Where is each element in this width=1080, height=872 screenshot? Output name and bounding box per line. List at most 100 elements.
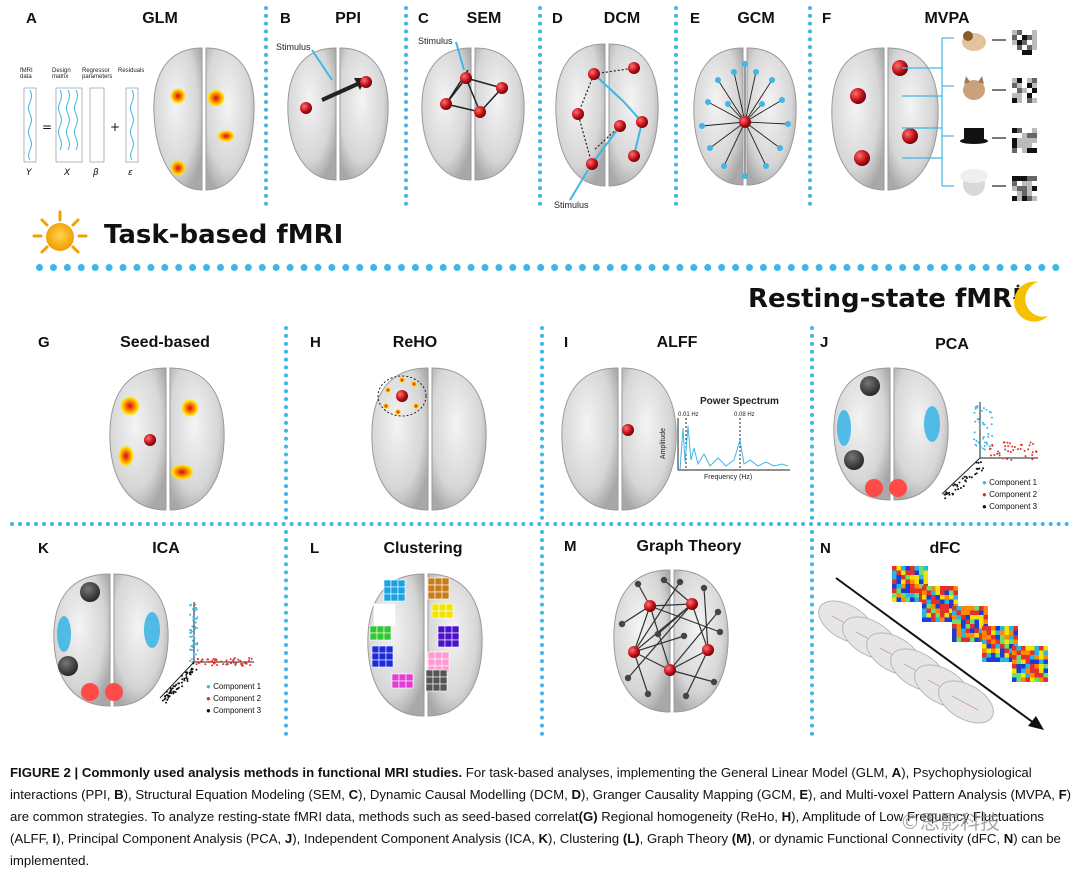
cluster-voxel	[427, 577, 436, 586]
scatter-point	[204, 663, 207, 666]
graph-node	[680, 632, 688, 640]
matrix-cell	[961, 628, 966, 633]
divider	[284, 326, 288, 520]
matrix-cell	[1021, 650, 1026, 655]
pattern-cell	[1027, 133, 1032, 138]
pattern-cell	[1032, 196, 1037, 201]
matrix-cell	[979, 628, 984, 633]
cluster-voxel	[445, 603, 454, 612]
pattern-cell	[1012, 138, 1017, 143]
cluster-voxel	[380, 617, 389, 626]
graph-edge	[633, 605, 651, 653]
matrix-cell	[986, 653, 991, 658]
matrix-cell	[905, 570, 910, 575]
matrix-cell	[1025, 650, 1030, 655]
panel-title: GLM	[142, 10, 178, 27]
scatter-point	[167, 695, 170, 698]
pattern-cell	[1032, 191, 1037, 196]
region-dot	[763, 163, 769, 169]
matrix-cell	[956, 624, 961, 629]
matrix-cell	[1000, 657, 1005, 662]
component-node	[844, 450, 864, 470]
matrix-cell	[910, 566, 915, 571]
scatter-point	[990, 454, 993, 457]
matrix-cell	[905, 575, 910, 580]
matrix-cell	[944, 617, 949, 622]
matrix-cell	[991, 653, 996, 658]
matrix-cell	[940, 608, 945, 613]
panel-letter: E	[690, 10, 701, 27]
pattern-cell	[1022, 45, 1027, 50]
spectrum-xlabel: Frequency (Hz)	[704, 474, 753, 481]
scatter-point	[990, 416, 993, 419]
matrix-cell	[931, 613, 936, 618]
scatter-point	[193, 609, 196, 612]
scatter-point	[1034, 450, 1037, 453]
pattern-cell	[1027, 128, 1032, 133]
matrix-cell	[1025, 668, 1030, 673]
glm-label-data: fMRI data	[20, 68, 33, 80]
scatter-point	[978, 420, 981, 423]
matrix-cell	[905, 584, 910, 589]
pattern-cell	[1022, 176, 1027, 181]
scatter-point	[1004, 445, 1007, 448]
scatter-point	[169, 687, 172, 690]
matrix-cell	[991, 644, 996, 649]
scatter-point	[175, 683, 178, 686]
scatter-point	[248, 657, 251, 660]
pattern-cell	[1027, 181, 1032, 186]
scatter-point	[169, 689, 172, 692]
matrix-cell	[956, 606, 961, 611]
scatter-point	[959, 487, 962, 490]
scatter-point	[166, 698, 169, 701]
matrix-cell	[940, 590, 945, 595]
matrix-cell	[935, 608, 940, 613]
cluster-voxel	[427, 651, 436, 660]
scatter-point	[165, 694, 168, 697]
region-dot	[785, 121, 791, 127]
graph-edge	[663, 579, 693, 605]
pattern-cell	[1027, 30, 1032, 35]
scatter-point	[194, 621, 197, 624]
matrix-cell	[1030, 650, 1035, 655]
scatter-point	[986, 426, 989, 429]
scatter-point	[225, 659, 228, 662]
matrix-cell	[919, 593, 924, 598]
matrix-cell	[986, 644, 991, 649]
scatter-point	[951, 493, 954, 496]
matrix-cell	[1039, 659, 1044, 664]
scatter-point	[975, 461, 978, 464]
panel-letter: J	[820, 334, 829, 351]
pattern-cell	[1012, 176, 1017, 181]
matrix-cell	[901, 570, 906, 575]
scatter-point	[1031, 453, 1034, 456]
pattern-cell	[1017, 148, 1022, 153]
region-dot	[707, 145, 713, 151]
matrix-cell	[919, 597, 924, 602]
scatter-point	[1010, 458, 1013, 461]
hub-node	[702, 644, 714, 656]
brain	[831, 47, 939, 191]
matrix-cell	[1004, 630, 1009, 635]
pattern-cell	[1027, 186, 1032, 191]
pattern-cell	[1017, 196, 1022, 201]
pattern-cell	[1032, 138, 1037, 143]
matrix-cell	[1009, 626, 1014, 631]
scatter-point	[974, 420, 977, 423]
pattern-cell	[1022, 40, 1027, 45]
scatter-point	[975, 467, 978, 470]
cluster-voxel	[434, 584, 443, 593]
region-dot	[705, 99, 711, 105]
scatter-point	[979, 445, 982, 448]
matrix-cell	[931, 599, 936, 604]
cluster-voxel	[371, 652, 380, 661]
matrix-cell	[995, 648, 1000, 653]
seed-node	[144, 434, 156, 446]
seed-node	[396, 390, 408, 402]
scatter-point	[1011, 445, 1014, 448]
cluster-voxel	[432, 676, 441, 685]
matrix-cell	[1012, 655, 1017, 660]
cluster-voxel	[378, 652, 387, 661]
pattern-cell	[1027, 148, 1032, 153]
cluster-voxel	[376, 632, 385, 641]
